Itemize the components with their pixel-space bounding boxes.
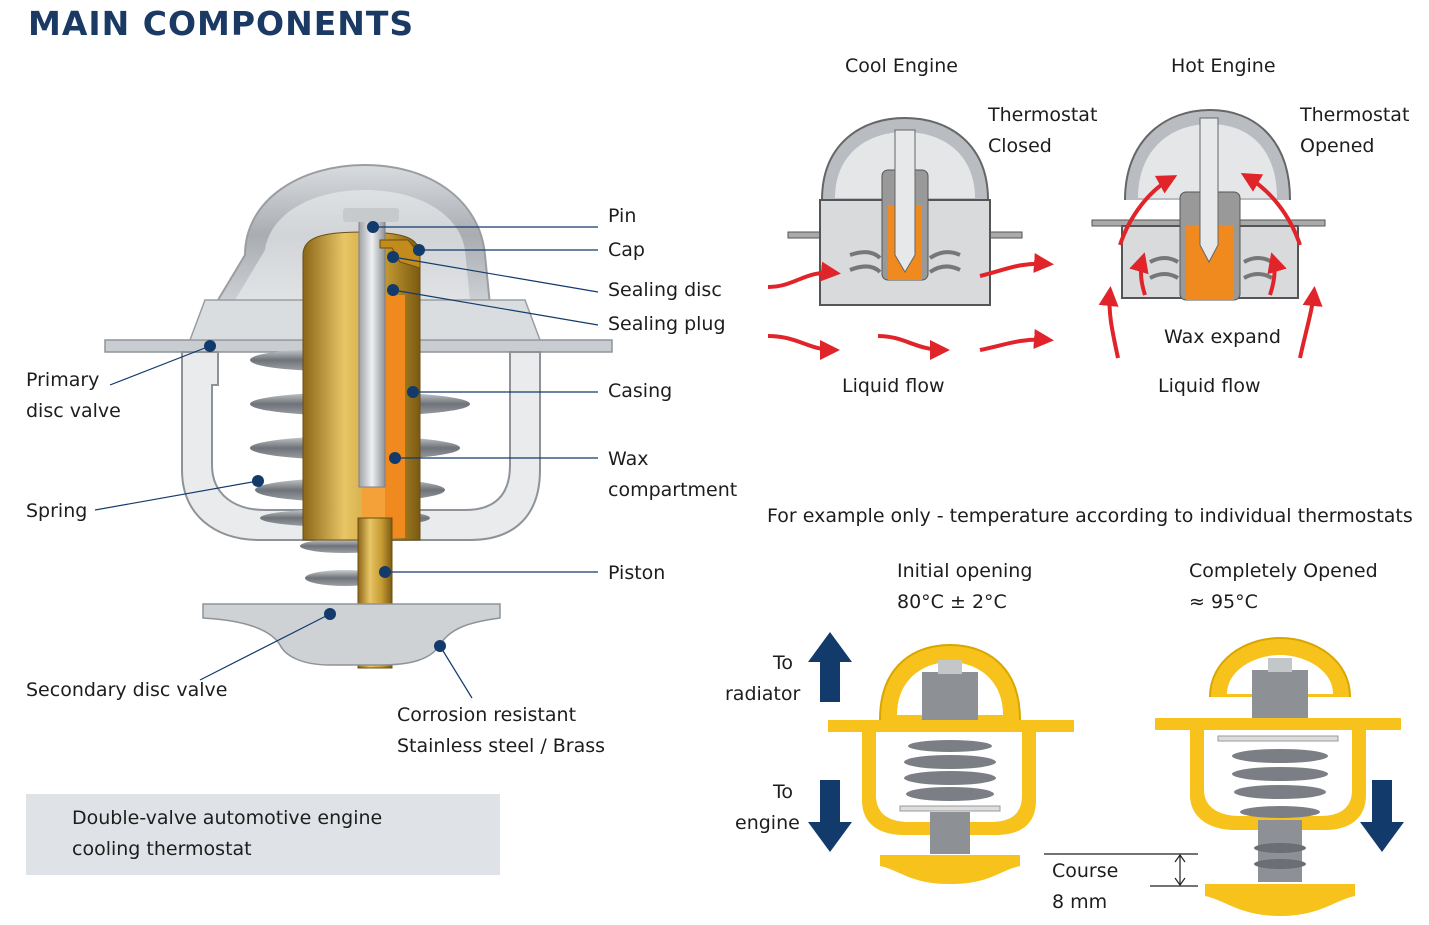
label-sealing-plug: Sealing plug [608,313,726,335]
label-cap: Cap [608,239,645,261]
page-title: MAIN COMPONENTS [28,4,415,43]
hot-status-line-1: Thermostat [1300,104,1410,126]
caption-box [26,794,500,875]
to-engine-line-2: engine [735,812,800,834]
label-piston: Piston [608,562,666,584]
cool-engine-title: Cool Engine [845,55,958,77]
course-label: Course [1052,860,1119,882]
label-material-1: Corrosion resistant [397,704,577,726]
label-primary: Primary [26,369,100,391]
completely-opened-thermostat [1155,636,1401,916]
hot-liquid-flow-label: Liquid flow [1158,375,1261,397]
direction-arrows [808,632,1404,852]
wax-expand-label: Wax expand [1164,326,1281,348]
to-radiator-line-1: To [773,652,794,674]
caption-line-1: Double-valve automotive engine [72,807,383,829]
course-dimension [1044,853,1198,887]
course-value: 8 mm [1052,891,1108,913]
completely-opened-value: ≈ 95°C [1189,591,1258,613]
main-thermostat-cutaway [94,163,613,699]
hot-status-line-2: Opened [1300,135,1375,157]
cool-engine-diagram [767,116,1054,360]
arrow-down-to-engine [808,780,852,852]
label-spring: Spring [26,500,88,522]
caption-text: Double-valve automotive engine cooling t… [72,803,382,865]
label-casing: Casing [608,380,673,402]
initial-opening-label: Initial opening [897,560,1033,582]
cool-status-line-2: Closed [988,135,1052,157]
label-material-2: Stainless steel / Brass [397,735,606,757]
completely-opened-label: Completely Opened [1189,560,1378,582]
label-secondary-disc-valve: Secondary disc valve [26,679,228,701]
arrow-up-to-radiator [808,632,852,702]
label-wax: Wax [608,448,649,470]
label-sealing-disc: Sealing disc [608,279,722,301]
hot-engine-diagram [1091,108,1326,359]
arrow-down-right [1360,780,1404,852]
cool-liquid-flow-label: Liquid flow [842,375,945,397]
label-pin: Pin [608,205,637,227]
to-radiator-line-2: radiator [725,683,801,705]
example-note: For example only - temperature according… [767,505,1413,527]
label-disc-valve: disc valve [26,400,121,422]
hot-engine-title: Hot Engine [1171,55,1276,77]
caption-line-2: cooling thermostat [72,838,252,860]
cool-status-line-1: Thermostat [988,104,1098,126]
to-engine-line-1: To [773,781,794,803]
initial-opening-thermostat [828,643,1074,884]
label-wax-compartment: compartment [608,479,738,501]
initial-opening-value: 80°C ± 2°C [897,591,1007,613]
